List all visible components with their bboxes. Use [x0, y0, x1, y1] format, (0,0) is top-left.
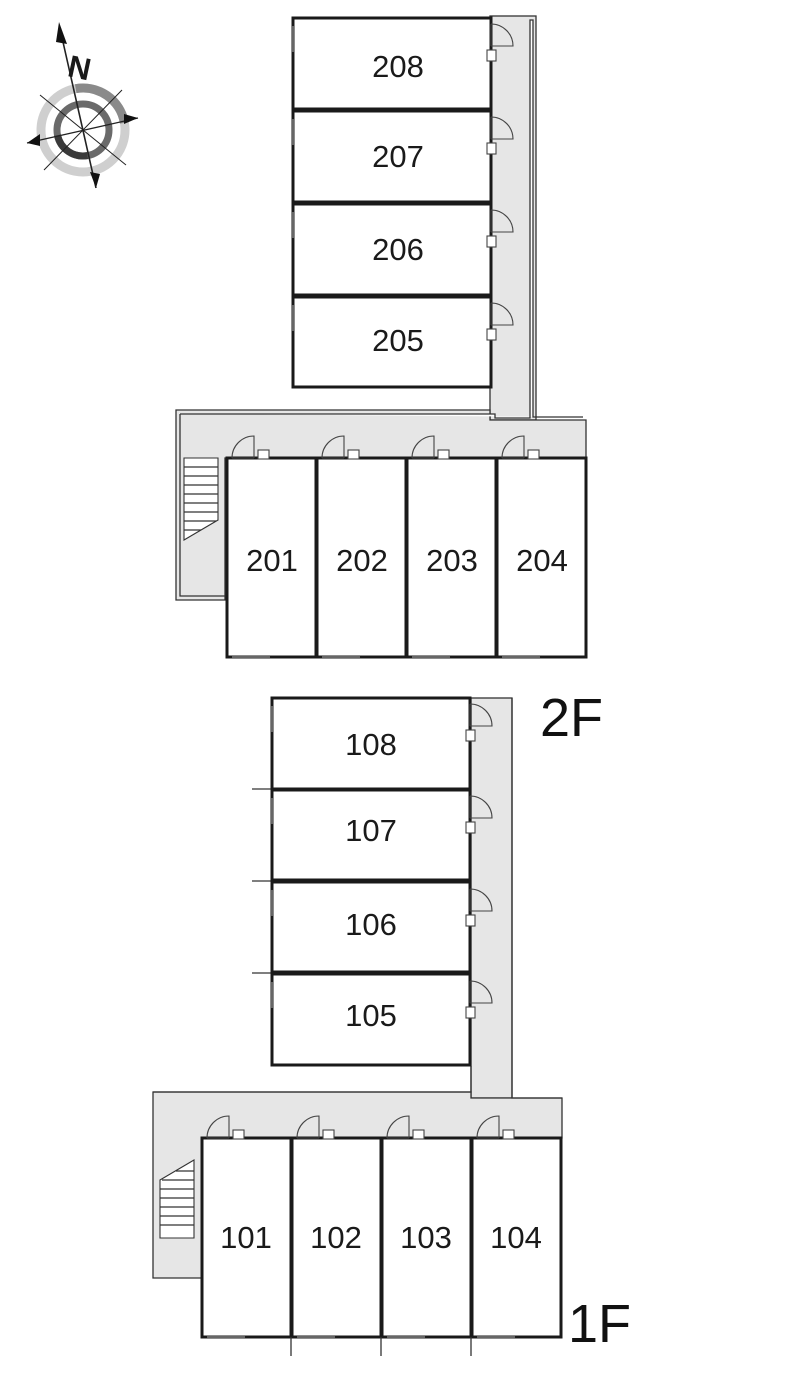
compass-north-label: N — [65, 48, 94, 87]
room-label-104: 104 — [490, 1220, 542, 1255]
room-label-103: 103 — [400, 1220, 452, 1255]
staircase-2f — [183, 457, 219, 541]
room-204[interactable] — [495, 456, 588, 659]
room-label-201: 201 — [246, 543, 298, 578]
room-label-106: 106 — [345, 907, 397, 942]
floor-label-2f: 2F — [540, 688, 603, 748]
floor-label-1f: 1F — [568, 1294, 631, 1354]
door-icon — [465, 703, 493, 1019]
room-208[interactable] — [291, 16, 493, 111]
room-label-101: 101 — [220, 1220, 272, 1255]
corridor-1f-vertical — [470, 697, 513, 1099]
room-label-205: 205 — [372, 323, 424, 358]
room-202[interactable] — [315, 456, 408, 659]
door-icon — [231, 435, 540, 460]
floor-1f: 108 107 106 105 101 102 103 104 — [152, 696, 631, 1356]
room-104[interactable] — [470, 1136, 563, 1339]
room-103[interactable] — [380, 1136, 473, 1339]
room-label-207: 207 — [372, 139, 424, 174]
room-label-202: 202 — [336, 543, 388, 578]
compass-rose-icon: N — [26, 22, 139, 189]
room-107[interactable] — [270, 788, 472, 882]
room-label-204: 204 — [516, 543, 568, 578]
corridor-2f-vertical — [489, 15, 537, 421]
room-label-108: 108 — [345, 727, 397, 762]
room-label-206: 206 — [372, 232, 424, 267]
room-label-203: 203 — [426, 543, 478, 578]
room-201[interactable] — [225, 456, 318, 659]
staircase-1f — [159, 1159, 195, 1239]
room-105[interactable] — [270, 972, 472, 1067]
floor-2f: 208 207 206 205 201 202 203 204 — [175, 15, 603, 748]
room-label-107: 107 — [345, 813, 397, 848]
room-102[interactable] — [290, 1136, 383, 1339]
door-icon — [206, 1115, 515, 1140]
room-207[interactable] — [291, 109, 493, 204]
room-106[interactable] — [270, 880, 472, 974]
room-label-102: 102 — [310, 1220, 362, 1255]
room-205[interactable] — [291, 295, 493, 389]
door-icon — [486, 23, 514, 341]
room-108[interactable] — [270, 696, 472, 791]
room-label-105: 105 — [345, 998, 397, 1033]
room-206[interactable] — [291, 202, 493, 297]
room-label-208: 208 — [372, 49, 424, 84]
